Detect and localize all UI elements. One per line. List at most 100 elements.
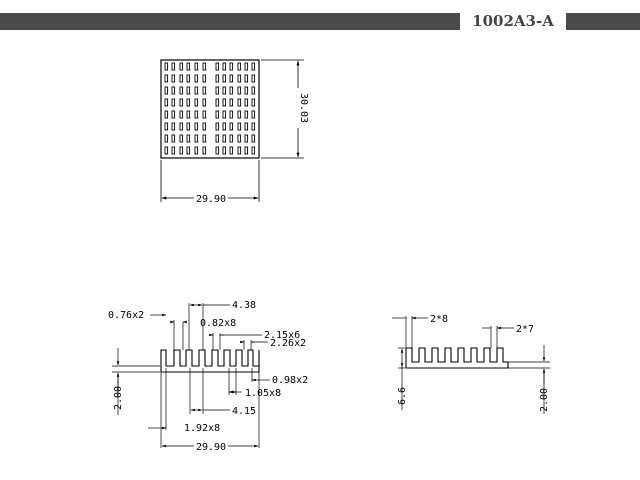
top-view-slot <box>164 122 169 131</box>
top-view-slot <box>179 74 184 83</box>
side-view <box>392 316 550 414</box>
top-view-outline <box>160 59 260 159</box>
side-base-height-label: 2.00 <box>539 388 550 412</box>
top-view-slot <box>179 134 184 143</box>
top-view-slot <box>202 98 207 107</box>
front-gap-label: 1.92x8 <box>184 423 220 434</box>
side-left-pitch-label: 2*8 <box>430 314 448 325</box>
top-view-slot <box>194 74 199 83</box>
top-view-slot <box>194 134 199 143</box>
front-base-height-label: 2.00 <box>113 386 124 410</box>
front-view-labels: 0.76x2 0.82x8 4.38 2.15x6 2.26x2 0.98x2 … <box>108 300 308 453</box>
top-view-slot <box>186 122 191 131</box>
top-view-slot <box>202 110 207 119</box>
top-view-slot <box>222 62 227 71</box>
top-view-slot <box>237 122 242 131</box>
side-view-labels: 2*8 2*7 6.6 2.00 <box>397 314 550 412</box>
front-fin-pitch-label: 2.15x6 <box>264 330 300 341</box>
top-view-slot <box>222 110 227 119</box>
top-view-slot <box>194 86 199 95</box>
top-view-slot <box>194 110 199 119</box>
top-view-slot <box>237 134 242 143</box>
top-view-slot <box>164 62 169 71</box>
top-view-slot <box>179 62 184 71</box>
top-view-slot <box>244 98 249 107</box>
top-view-slot <box>202 146 207 155</box>
top-view-slot <box>171 110 176 119</box>
top-view-slot <box>215 122 220 131</box>
top-view-slot <box>244 86 249 95</box>
top-view-slot <box>222 98 227 107</box>
top-view-slot <box>164 110 169 119</box>
top-view-slot <box>186 86 191 95</box>
side-view-profile <box>405 347 509 369</box>
top-view-slot <box>164 134 169 143</box>
top-view-slot <box>237 62 242 71</box>
top-view-slot <box>194 146 199 155</box>
top-height-label: 30.03 <box>298 93 309 123</box>
top-view-slot <box>164 86 169 95</box>
top-view-slot <box>179 98 184 107</box>
top-view-slot <box>186 146 191 155</box>
top-view-slot <box>194 122 199 131</box>
top-view-slot <box>229 146 234 155</box>
top-view-slot <box>179 122 184 131</box>
top-view-slot <box>171 134 176 143</box>
front-slot-width-label: 0.82x8 <box>200 318 236 329</box>
top-view-slot <box>237 98 242 107</box>
top-view-slot <box>222 146 227 155</box>
top-view-slot <box>222 74 227 83</box>
top-view-slot <box>179 146 184 155</box>
top-view-slot <box>171 146 176 155</box>
top-view-slot <box>202 134 207 143</box>
side-total-height-label: 6.6 <box>397 387 408 405</box>
top-view-slot <box>222 134 227 143</box>
top-view-slot <box>244 122 249 131</box>
side-right-pitch-label: 2*7 <box>516 324 534 335</box>
top-view-slot <box>251 74 256 83</box>
top-view-slot <box>164 146 169 155</box>
top-width-label: 29.90 <box>196 194 226 205</box>
top-view-slot <box>229 134 234 143</box>
top-view-slot <box>215 146 220 155</box>
top-view-slot <box>244 110 249 119</box>
top-view-slot <box>244 74 249 83</box>
top-view-slot <box>171 62 176 71</box>
top-view-slot <box>229 110 234 119</box>
top-view-slot <box>202 74 207 83</box>
front-view <box>112 303 270 448</box>
top-view-slot <box>244 134 249 143</box>
front-pitch-top-label: 4.38 <box>232 300 256 311</box>
top-view-slot <box>237 74 242 83</box>
top-view-slot <box>244 146 249 155</box>
top-view-slot <box>251 62 256 71</box>
header-bar-left <box>0 13 460 30</box>
top-view-slot <box>229 122 234 131</box>
top-view-slot <box>171 74 176 83</box>
top-view-slot <box>237 86 242 95</box>
top-view-slot <box>229 86 234 95</box>
top-view-slot <box>244 62 249 71</box>
top-view-slot <box>215 134 220 143</box>
top-view-slot <box>171 98 176 107</box>
top-view-slot <box>229 98 234 107</box>
top-view: 29.90 30.03 <box>160 59 309 205</box>
top-view-slot <box>179 86 184 95</box>
top-view-slot <box>251 86 256 95</box>
top-view-slot <box>202 62 207 71</box>
top-view-slot <box>215 62 220 71</box>
top-view-slot <box>251 98 256 107</box>
header-bar-right <box>566 13 640 30</box>
front-right-edge-label: 0.98x2 <box>272 375 308 386</box>
top-view-slot <box>194 62 199 71</box>
top-view-slot <box>229 74 234 83</box>
top-view-slot <box>251 134 256 143</box>
top-view-slot <box>237 146 242 155</box>
front-pitch-bottom-label: 4.15 <box>232 406 256 417</box>
top-view-slot <box>251 110 256 119</box>
top-view-slot <box>186 74 191 83</box>
top-view-slot <box>215 86 220 95</box>
top-view-slot <box>186 62 191 71</box>
top-view-slot <box>186 98 191 107</box>
front-view-profile <box>160 349 260 373</box>
